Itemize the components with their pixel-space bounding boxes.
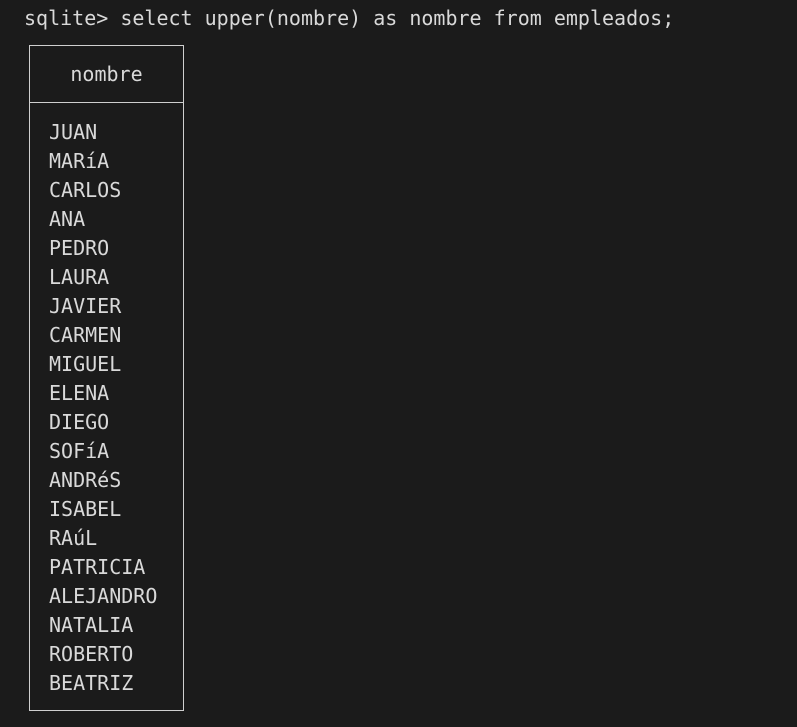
table-row: ALEJANDRO xyxy=(49,584,158,608)
table-row: PEDRO xyxy=(49,236,110,260)
table-row: RAúL xyxy=(49,526,98,550)
command-line: sqlite> select upper(nombre) as nombre f… xyxy=(24,4,674,32)
table-row: DIEGO xyxy=(49,410,110,434)
table-row: SOFíA xyxy=(49,439,110,463)
column-header-nombre: nombre xyxy=(70,62,143,86)
table-header: nombre xyxy=(30,46,183,103)
table-row: MIGUEL xyxy=(49,352,122,376)
table-body: JUAN MARíA CARLOS ANA PEDRO LAURA JAVIER… xyxy=(30,103,183,698)
table-row: NATALIA xyxy=(49,613,134,637)
result-table: nombre JUAN MARíA CARLOS ANA PEDRO LAURA… xyxy=(29,45,184,711)
table-row: MARíA xyxy=(49,149,110,173)
table-row: CARMEN xyxy=(49,323,122,347)
table-row: ROBERTO xyxy=(49,642,134,666)
table-row: PATRICIA xyxy=(49,555,146,579)
table-row: ANDRéS xyxy=(49,468,122,492)
prompt: sqlite> xyxy=(24,6,109,30)
table-row: JAVIER xyxy=(49,294,122,318)
table-row: ANA xyxy=(49,207,86,231)
table-row: ISABEL xyxy=(49,497,122,521)
sql-command: select upper(nombre) as nombre from empl… xyxy=(120,6,675,30)
table-row: CARLOS xyxy=(49,178,122,202)
table-row: ELENA xyxy=(49,381,110,405)
table-row: JUAN xyxy=(49,120,98,144)
table-row: BEATRIZ xyxy=(49,671,134,695)
table-row: LAURA xyxy=(49,265,110,289)
